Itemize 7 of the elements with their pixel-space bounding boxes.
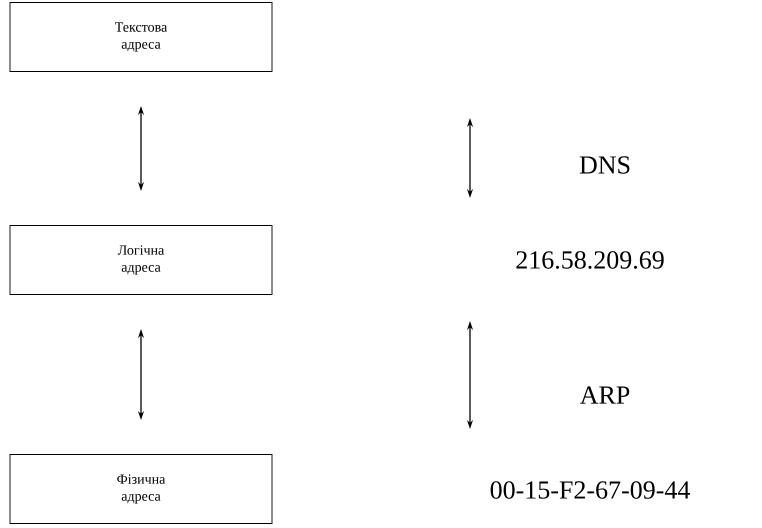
protocol-label: DNS [580,156,630,174]
address-box: Текстова адреса [10,2,272,72]
address-box: Логічна адреса [10,225,272,295]
address-text: 00-15-F2-67-09-44 [490,481,690,499]
address-box: Фізична адреса [10,454,272,524]
address-text: 216.58.209.69 [516,251,664,269]
edge-label: ARP [580,386,630,404]
